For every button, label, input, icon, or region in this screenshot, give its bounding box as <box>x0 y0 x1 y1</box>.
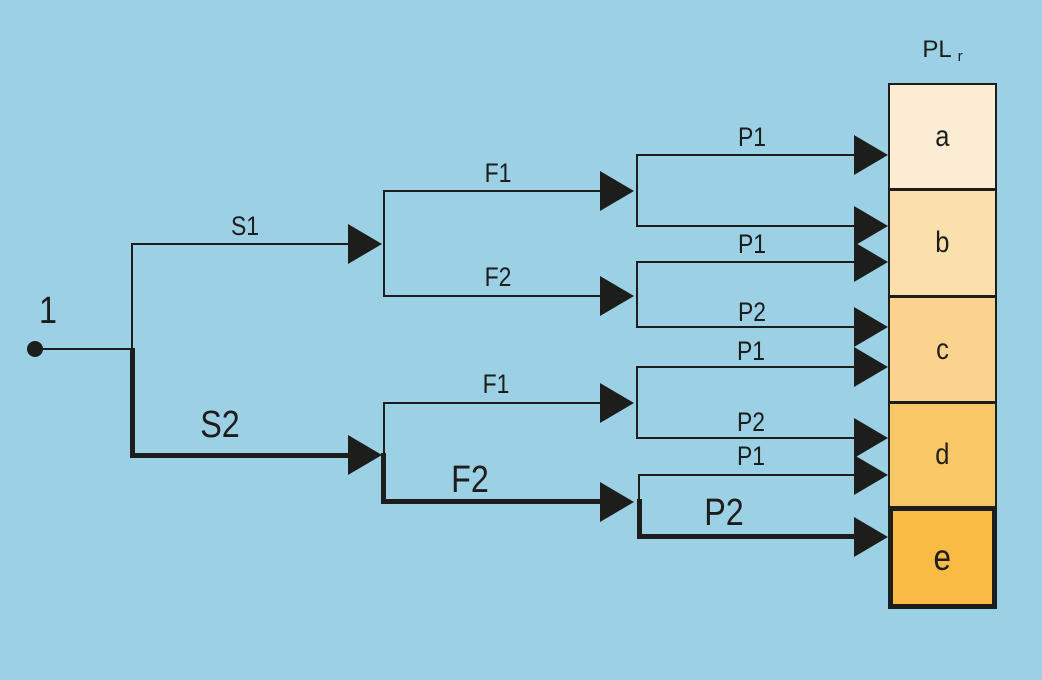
branch-label-f2-upper: F2 <box>484 262 512 292</box>
branch-label-p1-a: P1 <box>737 122 767 152</box>
outcome-box-e-highlighted: e <box>888 506 997 609</box>
junction-s2f2-p-lower-line-bold <box>637 499 642 539</box>
arrowhead-icon <box>600 482 634 522</box>
column-header-subscript: r <box>957 48 963 65</box>
arrowhead-icon <box>348 224 382 264</box>
branch-line-p2-a-unlabeled <box>636 225 854 227</box>
outcome-box-b: b <box>888 189 997 297</box>
arrowhead-icon <box>854 242 888 282</box>
branch-line-s2-bold <box>130 453 349 458</box>
arrowhead-icon <box>600 276 634 316</box>
root-line <box>35 348 133 350</box>
junction-s-lower-line-bold <box>130 348 135 456</box>
junction-s1f2-p-line <box>636 261 638 328</box>
column-header-plr: PL r <box>888 36 997 65</box>
branch-line-p1-a <box>636 154 854 156</box>
outcome-box-a: a <box>888 83 997 190</box>
branch-label-p2-b: P2 <box>737 297 767 327</box>
branch-label-s2: S2 <box>200 404 240 446</box>
outcome-box-c: c <box>888 296 997 403</box>
branch-label-p2-e: P2 <box>704 492 744 534</box>
branch-line-f2-lower-bold <box>381 499 601 504</box>
junction-s2f2-p-upper-line <box>638 474 640 504</box>
outcome-box-label: c <box>936 332 949 366</box>
column-header-text: PL <box>922 36 952 63</box>
junction-s1-f-line <box>383 190 385 297</box>
junction-s2-f-upper-line <box>383 402 385 455</box>
junction-s1f1-p-line <box>636 154 638 227</box>
branch-line-p1-d <box>638 474 854 476</box>
arrowhead-icon <box>854 418 888 458</box>
branch-line-p1-c <box>636 366 854 368</box>
arrowhead-icon <box>854 206 888 246</box>
root-label: 1 <box>39 290 57 332</box>
outcome-box-label: a <box>935 119 950 153</box>
arrowhead-icon <box>854 455 888 495</box>
outcome-box-label: e <box>933 537 952 578</box>
outcome-box-label: d <box>935 438 950 471</box>
branch-label-f1-upper: F1 <box>484 158 512 188</box>
branch-line-p1-b <box>636 261 854 263</box>
outcome-box-d: d <box>888 402 997 508</box>
arrowhead-icon <box>348 435 382 475</box>
branch-label-s1: S1 <box>230 211 260 241</box>
branch-line-p2-c <box>636 437 854 439</box>
branch-line-f1-lower <box>383 402 601 404</box>
junction-s-upper-line <box>131 243 133 349</box>
branch-line-p2-e-bold <box>637 534 854 539</box>
branch-label-f2-lower: F2 <box>451 459 489 501</box>
branch-line-p2-b <box>636 326 854 328</box>
branch-label-p1-d: P1 <box>736 441 766 471</box>
branch-label-f1-lower: F1 <box>482 369 510 399</box>
junction-s2-f-lower-line-bold <box>381 453 386 503</box>
branch-label-p1-c: P1 <box>736 336 766 366</box>
outcome-box-label: b <box>935 226 950 259</box>
branch-label-p1-b: P1 <box>737 229 767 259</box>
arrowhead-icon <box>600 383 634 423</box>
arrowhead-icon <box>854 347 888 387</box>
arrowhead-icon <box>600 171 634 211</box>
branch-line-f1-upper <box>383 190 601 192</box>
arrowhead-icon <box>854 135 888 175</box>
branch-label-p2-c: P2 <box>736 407 766 437</box>
branch-line-s1 <box>131 243 349 245</box>
branch-line-f2-upper <box>383 295 601 297</box>
arrowhead-icon <box>854 517 888 557</box>
arrowhead-icon <box>854 307 888 347</box>
junction-s2f1-p-line <box>636 366 638 439</box>
